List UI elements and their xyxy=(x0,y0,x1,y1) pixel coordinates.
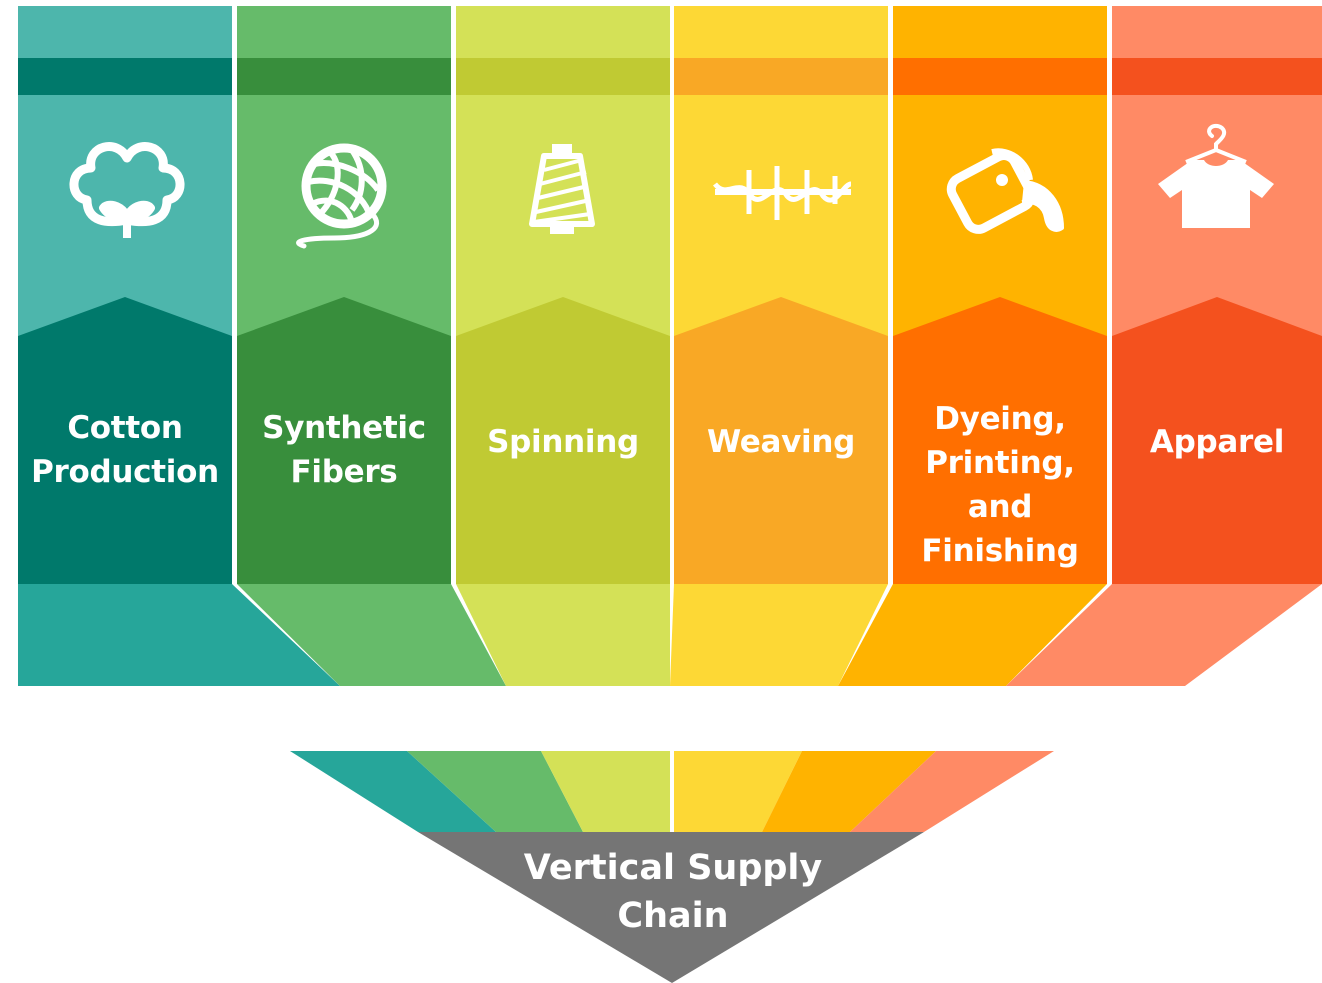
stage-chevron xyxy=(674,297,888,584)
paint-bucket-icon xyxy=(946,148,1064,234)
stage-column-2 xyxy=(456,6,670,686)
yarn-ball-icon xyxy=(296,143,387,249)
funnel-stripe-4 xyxy=(762,751,936,832)
stage-bottom-funnel xyxy=(456,584,670,686)
stage-chevron xyxy=(1112,297,1322,584)
stage-label-apparel: Apparel xyxy=(1149,424,1285,460)
funnel-stripe-0 xyxy=(290,751,496,832)
stage-bottom-funnel xyxy=(1006,584,1322,686)
stage-label-spinning: Spinning xyxy=(487,424,639,460)
stage-top-band xyxy=(456,58,670,95)
shirt-hanger-icon xyxy=(1158,123,1274,228)
stage-chevron xyxy=(893,297,1107,584)
stage-columns xyxy=(18,6,1322,686)
stage-chevron xyxy=(456,297,670,584)
stage-column-0 xyxy=(18,6,340,686)
stage-label-dyeing-printing-finishing: Dyeing, Printing, and Finishing xyxy=(921,401,1079,569)
stage-bottom-funnel xyxy=(18,584,340,686)
stage-bottom-funnel xyxy=(237,584,506,686)
funnel-point xyxy=(418,832,924,983)
stage-chevron xyxy=(18,297,232,584)
funnel-stripe-5 xyxy=(850,751,1054,832)
stage-top-band xyxy=(674,58,888,95)
stage-top-band xyxy=(237,58,451,95)
stage-top-band xyxy=(18,58,232,95)
stage-column-3 xyxy=(670,6,888,686)
stage-column-1 xyxy=(237,6,506,686)
stage-column-4 xyxy=(838,6,1107,686)
funnel-label: Vertical Supply Chain xyxy=(523,848,823,936)
stage-label-cotton-production: Cotton Production xyxy=(31,410,219,490)
stage-bottom-funnel xyxy=(670,584,888,686)
thread-spool-icon xyxy=(529,144,595,234)
stage-label-weaving: Weaving xyxy=(706,424,856,460)
stage-bottom-funnel xyxy=(838,584,1107,686)
funnel xyxy=(290,751,1054,983)
stage-top-band xyxy=(893,58,1107,95)
weave-stitch-icon xyxy=(713,166,852,220)
cotton-icon xyxy=(69,142,185,238)
funnel-stripe-1 xyxy=(407,751,583,832)
stage-chevron xyxy=(237,297,451,584)
stage-label-synthetic-fibers: Synthetic Fibers xyxy=(262,410,426,490)
stage-column-5 xyxy=(1006,6,1322,686)
stage-top-band xyxy=(1112,58,1322,95)
funnel-stripe-2 xyxy=(541,751,670,832)
funnel-stripe-3 xyxy=(674,751,802,832)
